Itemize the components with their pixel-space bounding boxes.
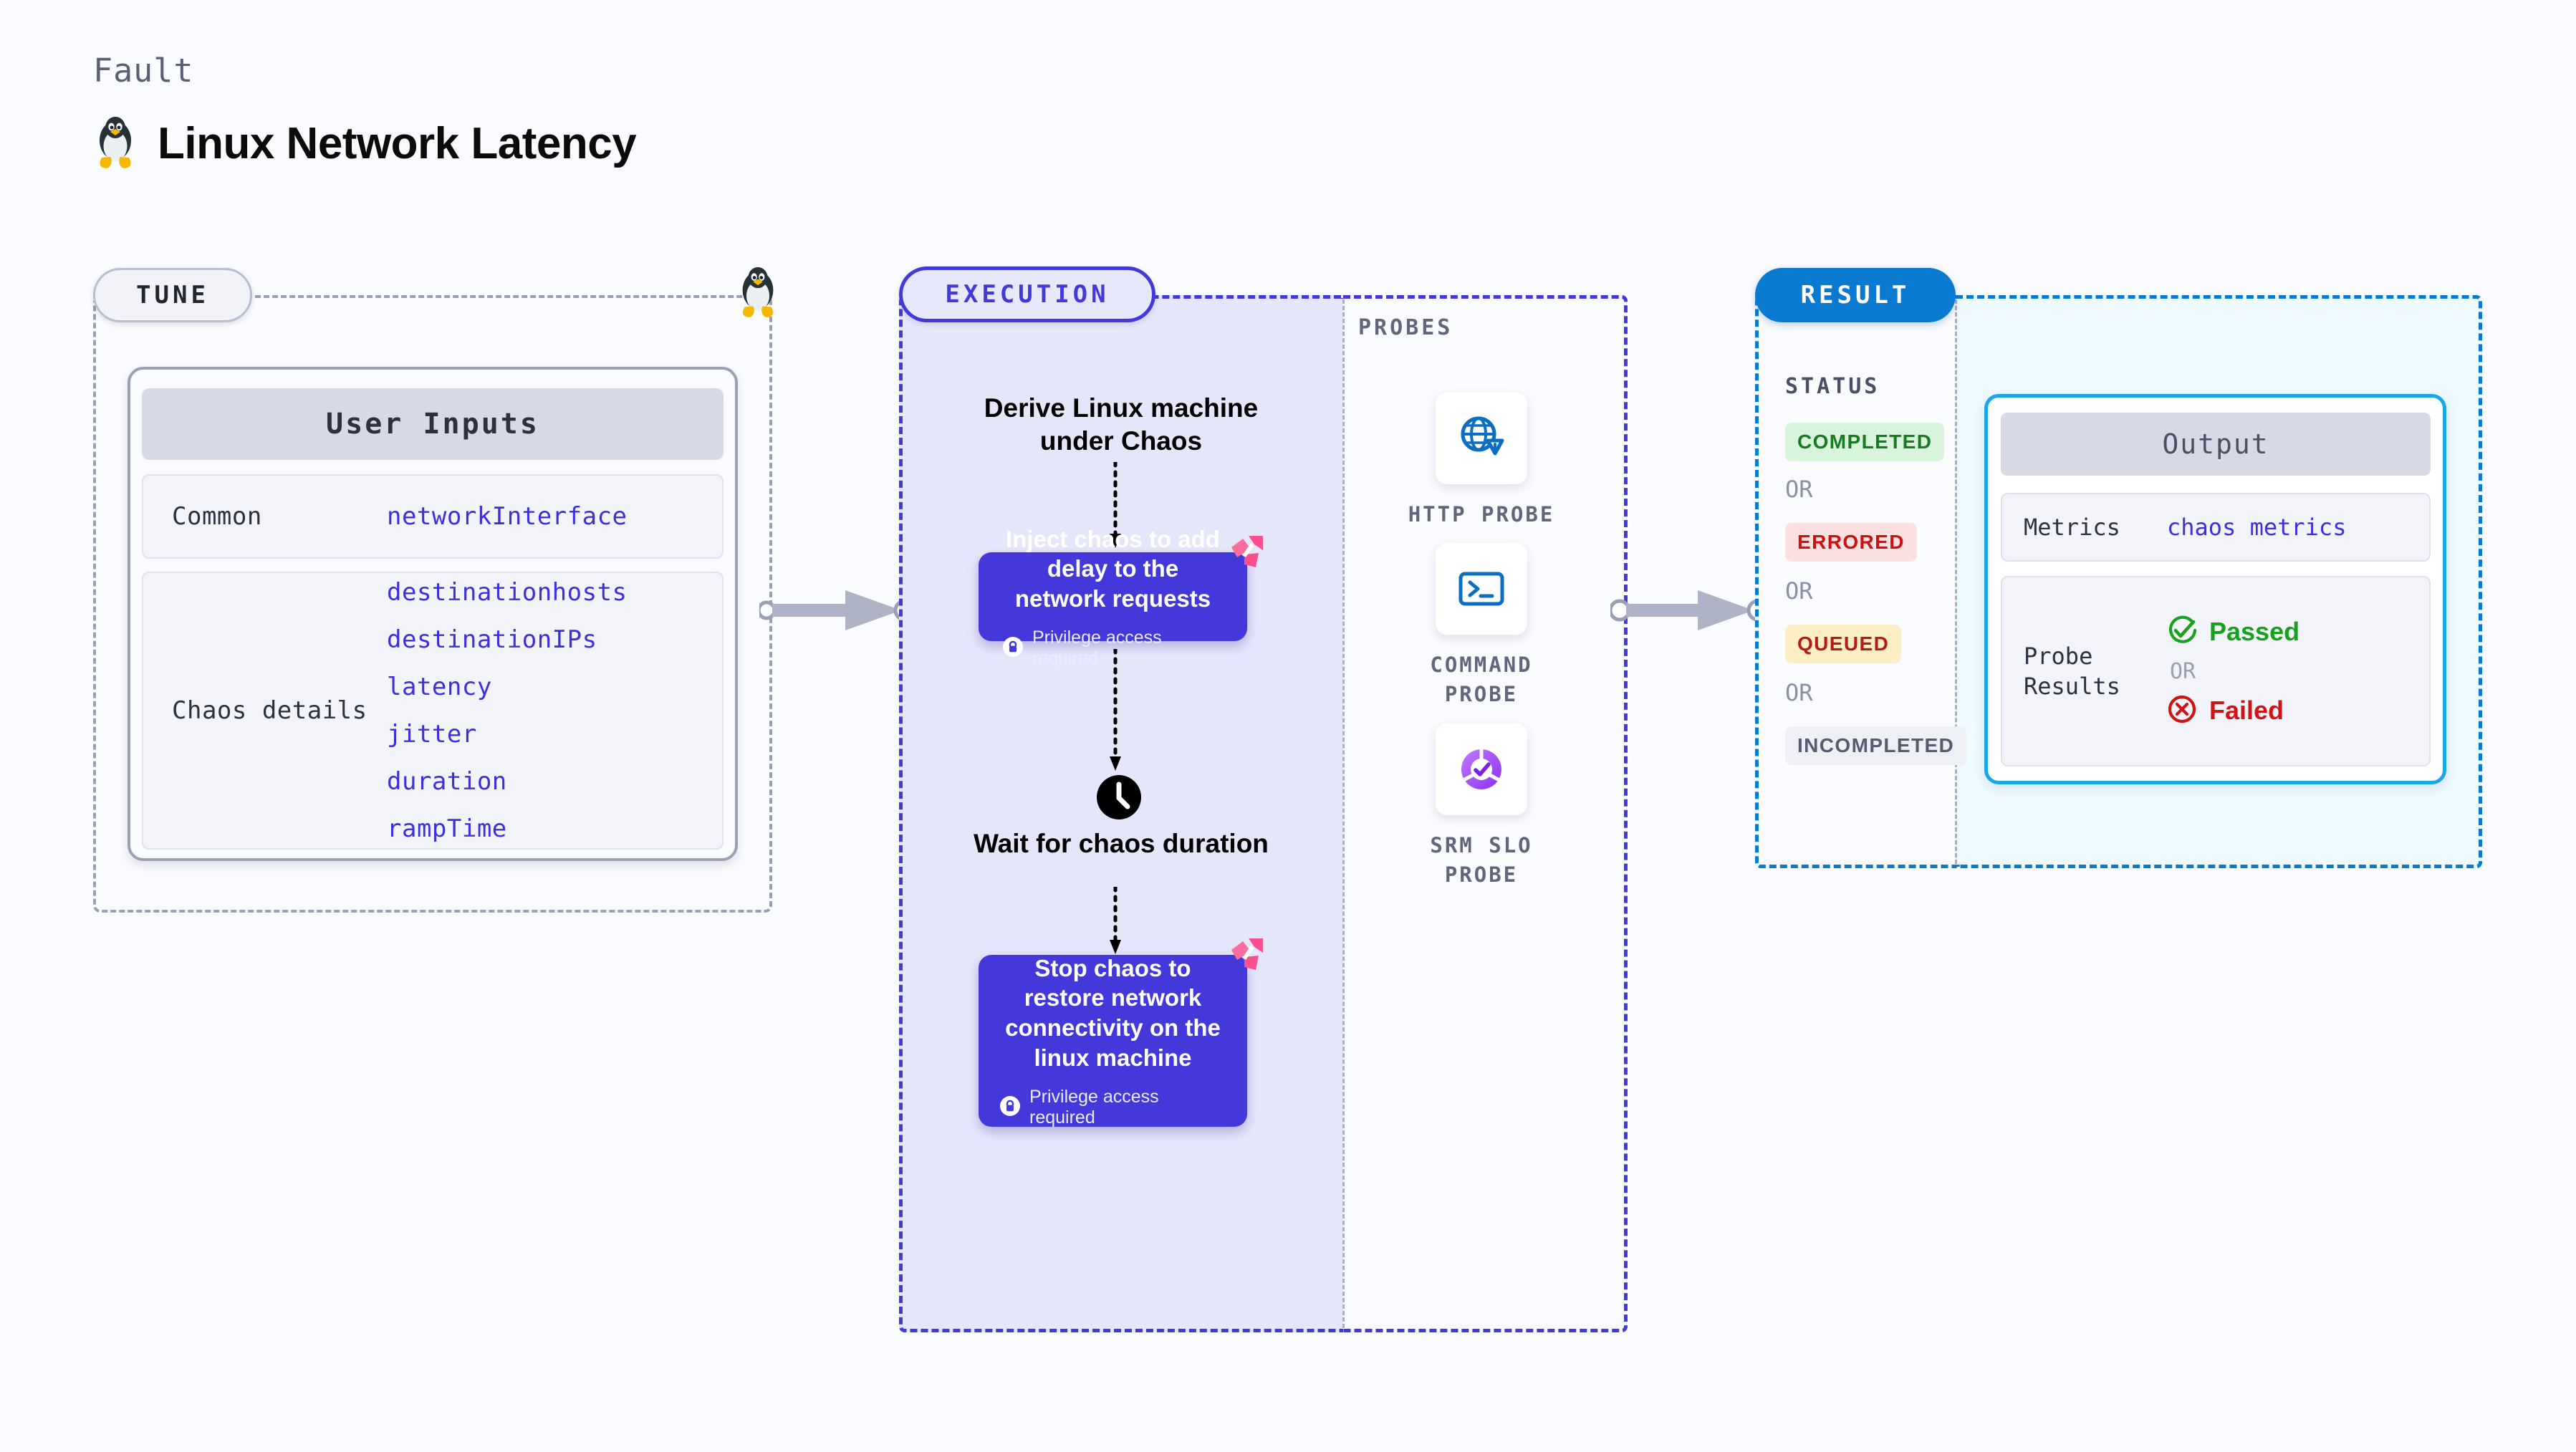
tune-row-chaos-details: Chaos details destinationhosts destinati… [142, 572, 724, 850]
lock-icon [1000, 1095, 1020, 1120]
output-metrics-value[interactable]: chaos metrics [2167, 514, 2347, 541]
node-privilege-note: Privilege access required [1003, 628, 1223, 669]
probe-item-http[interactable]: HTTP PROBE [1395, 393, 1567, 529]
status-badge-errored: ERRORED [1785, 523, 1917, 562]
tune-value[interactable]: latency [387, 673, 492, 701]
output-row-label: Metrics [2024, 513, 2120, 541]
or-separator: OR [1785, 577, 1813, 605]
result-lane-divider [1955, 299, 1957, 864]
result-pill[interactable]: RESULT [1755, 268, 1956, 322]
node-title: Inject chaos to add delay to the network… [1006, 525, 1220, 612]
user-inputs-header: User Inputs [142, 388, 724, 460]
tune-value[interactable]: destinationhosts [387, 578, 628, 607]
or-separator: OR [1785, 476, 1813, 503]
output-row-metrics: Metrics chaos metrics [2001, 493, 2431, 562]
node-privilege-text: Privilege access required [1029, 1087, 1159, 1128]
tune-pill[interactable]: TUNE [93, 268, 252, 322]
probe-failed-label: Failed [2209, 696, 2284, 725]
probe-result-failed: Failed [2167, 694, 2299, 728]
probe-result-passed: Passed [2167, 615, 2299, 649]
tune-row-label: Common [172, 502, 262, 531]
page-title-row: Linux Network Latency [93, 116, 637, 170]
probe-result-values: Passed OR Failed [2167, 615, 2299, 728]
tune-value[interactable]: rampTime [387, 814, 507, 843]
probe-label: COMMAND PROBE [1430, 653, 1533, 707]
node-privilege-note: Privilege access required [1000, 1087, 1226, 1128]
result-status-label: STATUS [1785, 374, 1880, 399]
terminal-icon [1436, 543, 1527, 635]
status-badge-completed: COMPLETED [1785, 423, 1945, 461]
globe-alert-icon [1436, 393, 1527, 484]
x-circle-icon [2167, 694, 2197, 728]
harness-chaos-logo-icon [1227, 936, 1266, 978]
execution-node-inject-chaos[interactable]: Inject chaos to add delay to the network… [979, 526, 1263, 668]
probe-label: HTTP PROBE [1408, 502, 1555, 527]
tune-value[interactable]: networkInterface [387, 502, 628, 531]
result-status-lane [1755, 295, 1956, 868]
probes-section-label: PROBES [1358, 315, 1453, 340]
node-title: Stop chaos to restore network connectivi… [1005, 954, 1221, 1071]
tune-row-label: Chaos details [172, 696, 367, 725]
slo-donut-check-icon [1436, 723, 1527, 815]
flow-arrow-derive-to-inject [1107, 460, 1124, 553]
tune-lane-linux-penguin-icon [736, 266, 780, 323]
lock-icon [1003, 636, 1023, 660]
harness-chaos-logo-icon [1227, 533, 1266, 575]
clock-icon [1097, 775, 1141, 823]
or-separator: OR [2170, 658, 2196, 684]
tune-row-common: Common networkInterface [142, 474, 724, 559]
execution-start-node: Derive Linux machine under Chaos [984, 393, 1259, 456]
tune-value[interactable]: destinationIPs [387, 625, 597, 654]
probes-lane-divider [1342, 299, 1345, 1328]
linux-penguin-icon [93, 116, 138, 170]
probe-label: SRM SLO PROBE [1430, 833, 1533, 888]
execution-pill[interactable]: EXECUTION [899, 266, 1155, 322]
status-badge-queued: QUEUED [1785, 625, 1902, 663]
or-separator: OR [1785, 679, 1813, 706]
status-badge-incompleted: INCOMPLETED [1785, 726, 1967, 765]
tune-value[interactable]: duration [387, 767, 507, 796]
connector-tune-to-execution [756, 582, 917, 643]
tune-value[interactable]: jitter [387, 720, 477, 749]
connector-execution-to-result [1608, 582, 1772, 643]
check-circle-icon [2167, 615, 2197, 649]
flow-arrow-inject-to-wait [1107, 647, 1124, 776]
probe-item-srm-slo[interactable]: SRM SLO PROBE [1395, 723, 1567, 890]
probe-item-command[interactable]: COMMAND PROBE [1395, 543, 1567, 709]
tune-row-values: destinationhosts destinationIPs latency … [387, 578, 628, 843]
page-title: Linux Network Latency [158, 118, 637, 168]
flow-arrow-wait-to-stop [1107, 885, 1124, 959]
node-privilege-text: Privilege access required [1032, 628, 1162, 669]
page-kicker: Fault [93, 52, 194, 90]
execution-node-stop-chaos[interactable]: Stop chaos to restore network connectivi… [979, 938, 1263, 1128]
execution-wait-node: Wait for chaos duration [974, 829, 1269, 858]
output-header: Output [2001, 413, 2431, 476]
tune-row-values: networkInterface [387, 502, 628, 531]
probe-passed-label: Passed [2209, 617, 2300, 646]
